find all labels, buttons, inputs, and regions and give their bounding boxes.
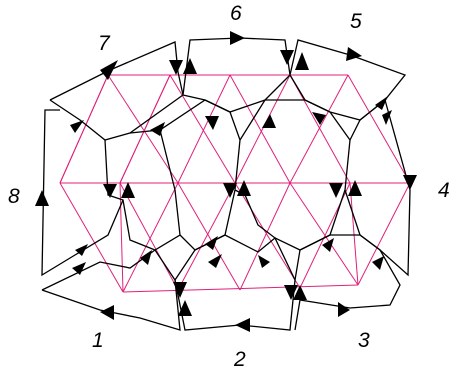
lattice-edge [119,182,179,291]
arrow-mark [173,282,187,298]
lattice-edge [122,182,179,293]
arrow-mark [72,262,86,275]
arrow-mark [183,58,197,74]
arrow-mark [258,255,270,268]
arrow-mark [382,110,392,125]
lattice-edge [347,74,411,184]
lattice-edge [234,182,301,289]
arrow-mark [235,318,250,332]
hex-edge [159,99,241,251]
lattice-edge [169,74,236,184]
arrow-mark [262,114,276,128]
arrow-mark [205,236,218,250]
arrow-mark [178,300,192,316]
lattice-edge [289,74,349,184]
lattice-edge [59,182,124,293]
arrow-mark [403,175,417,190]
lattice-edge [59,74,109,184]
arrow-mark [230,31,245,45]
arrow-mark [375,96,388,110]
boundary-label-1: 1 [92,329,104,352]
lattice-edge [234,74,291,184]
lattice-edge [177,182,241,291]
arrow-mark [103,184,117,198]
arrow-mark [312,112,326,125]
arrow-mark [205,116,219,130]
hex-edge [41,109,124,277]
triangular-lattice [59,74,411,293]
arrow-mark [329,183,343,198]
arrow-mark [237,180,251,196]
hex-edge [174,234,296,331]
arrow-mark [280,50,294,65]
arrow-mark [100,60,118,80]
boundary-label-3: 3 [358,329,370,352]
arrow-mark [70,120,84,133]
arrow-mark [346,47,362,61]
boundary-label-8: 8 [8,185,20,208]
arrow-mark [208,254,222,268]
lattice-edge [349,182,359,286]
lattice-edge [177,74,231,184]
lattice-edge [239,182,291,291]
hex-edge [234,99,351,251]
lattice-edge [119,182,124,293]
arrow-mark [223,183,237,198]
lattice-edge [229,74,291,184]
arrow-mark [121,182,135,198]
hex-edge [104,129,181,251]
arrow-mark [75,244,88,256]
boundary-label-4: 4 [438,179,450,202]
lattice-edge [357,182,411,286]
arrow-mark [295,52,309,70]
lattice-edge [289,182,359,286]
arrow-mark [169,60,183,75]
arrow-mark [322,238,334,252]
boundary-label-5: 5 [350,10,362,33]
arrow-mark [338,302,350,317]
boundary-label-7: 7 [98,32,111,55]
hex-edge [294,234,401,331]
lattice-edge [289,74,351,184]
arrow-mark [140,250,152,265]
arrow-mark [100,305,114,320]
arrow-mark [284,285,298,300]
arrow-mark [372,256,384,270]
arrow-mark [35,190,49,206]
arrow-mark [348,180,362,196]
lattice-edge [119,74,171,184]
boundary-labels: 1 2 3 4 5 6 7 8 [8,2,450,371]
lattice-edge [107,74,179,184]
arrow-mark [293,285,307,300]
orientation-arrows [35,31,417,332]
boundary-label-6: 6 [230,2,242,25]
boundary-label-2: 2 [233,348,246,371]
lattice-edge [177,182,236,291]
arrow-mark [150,122,165,136]
